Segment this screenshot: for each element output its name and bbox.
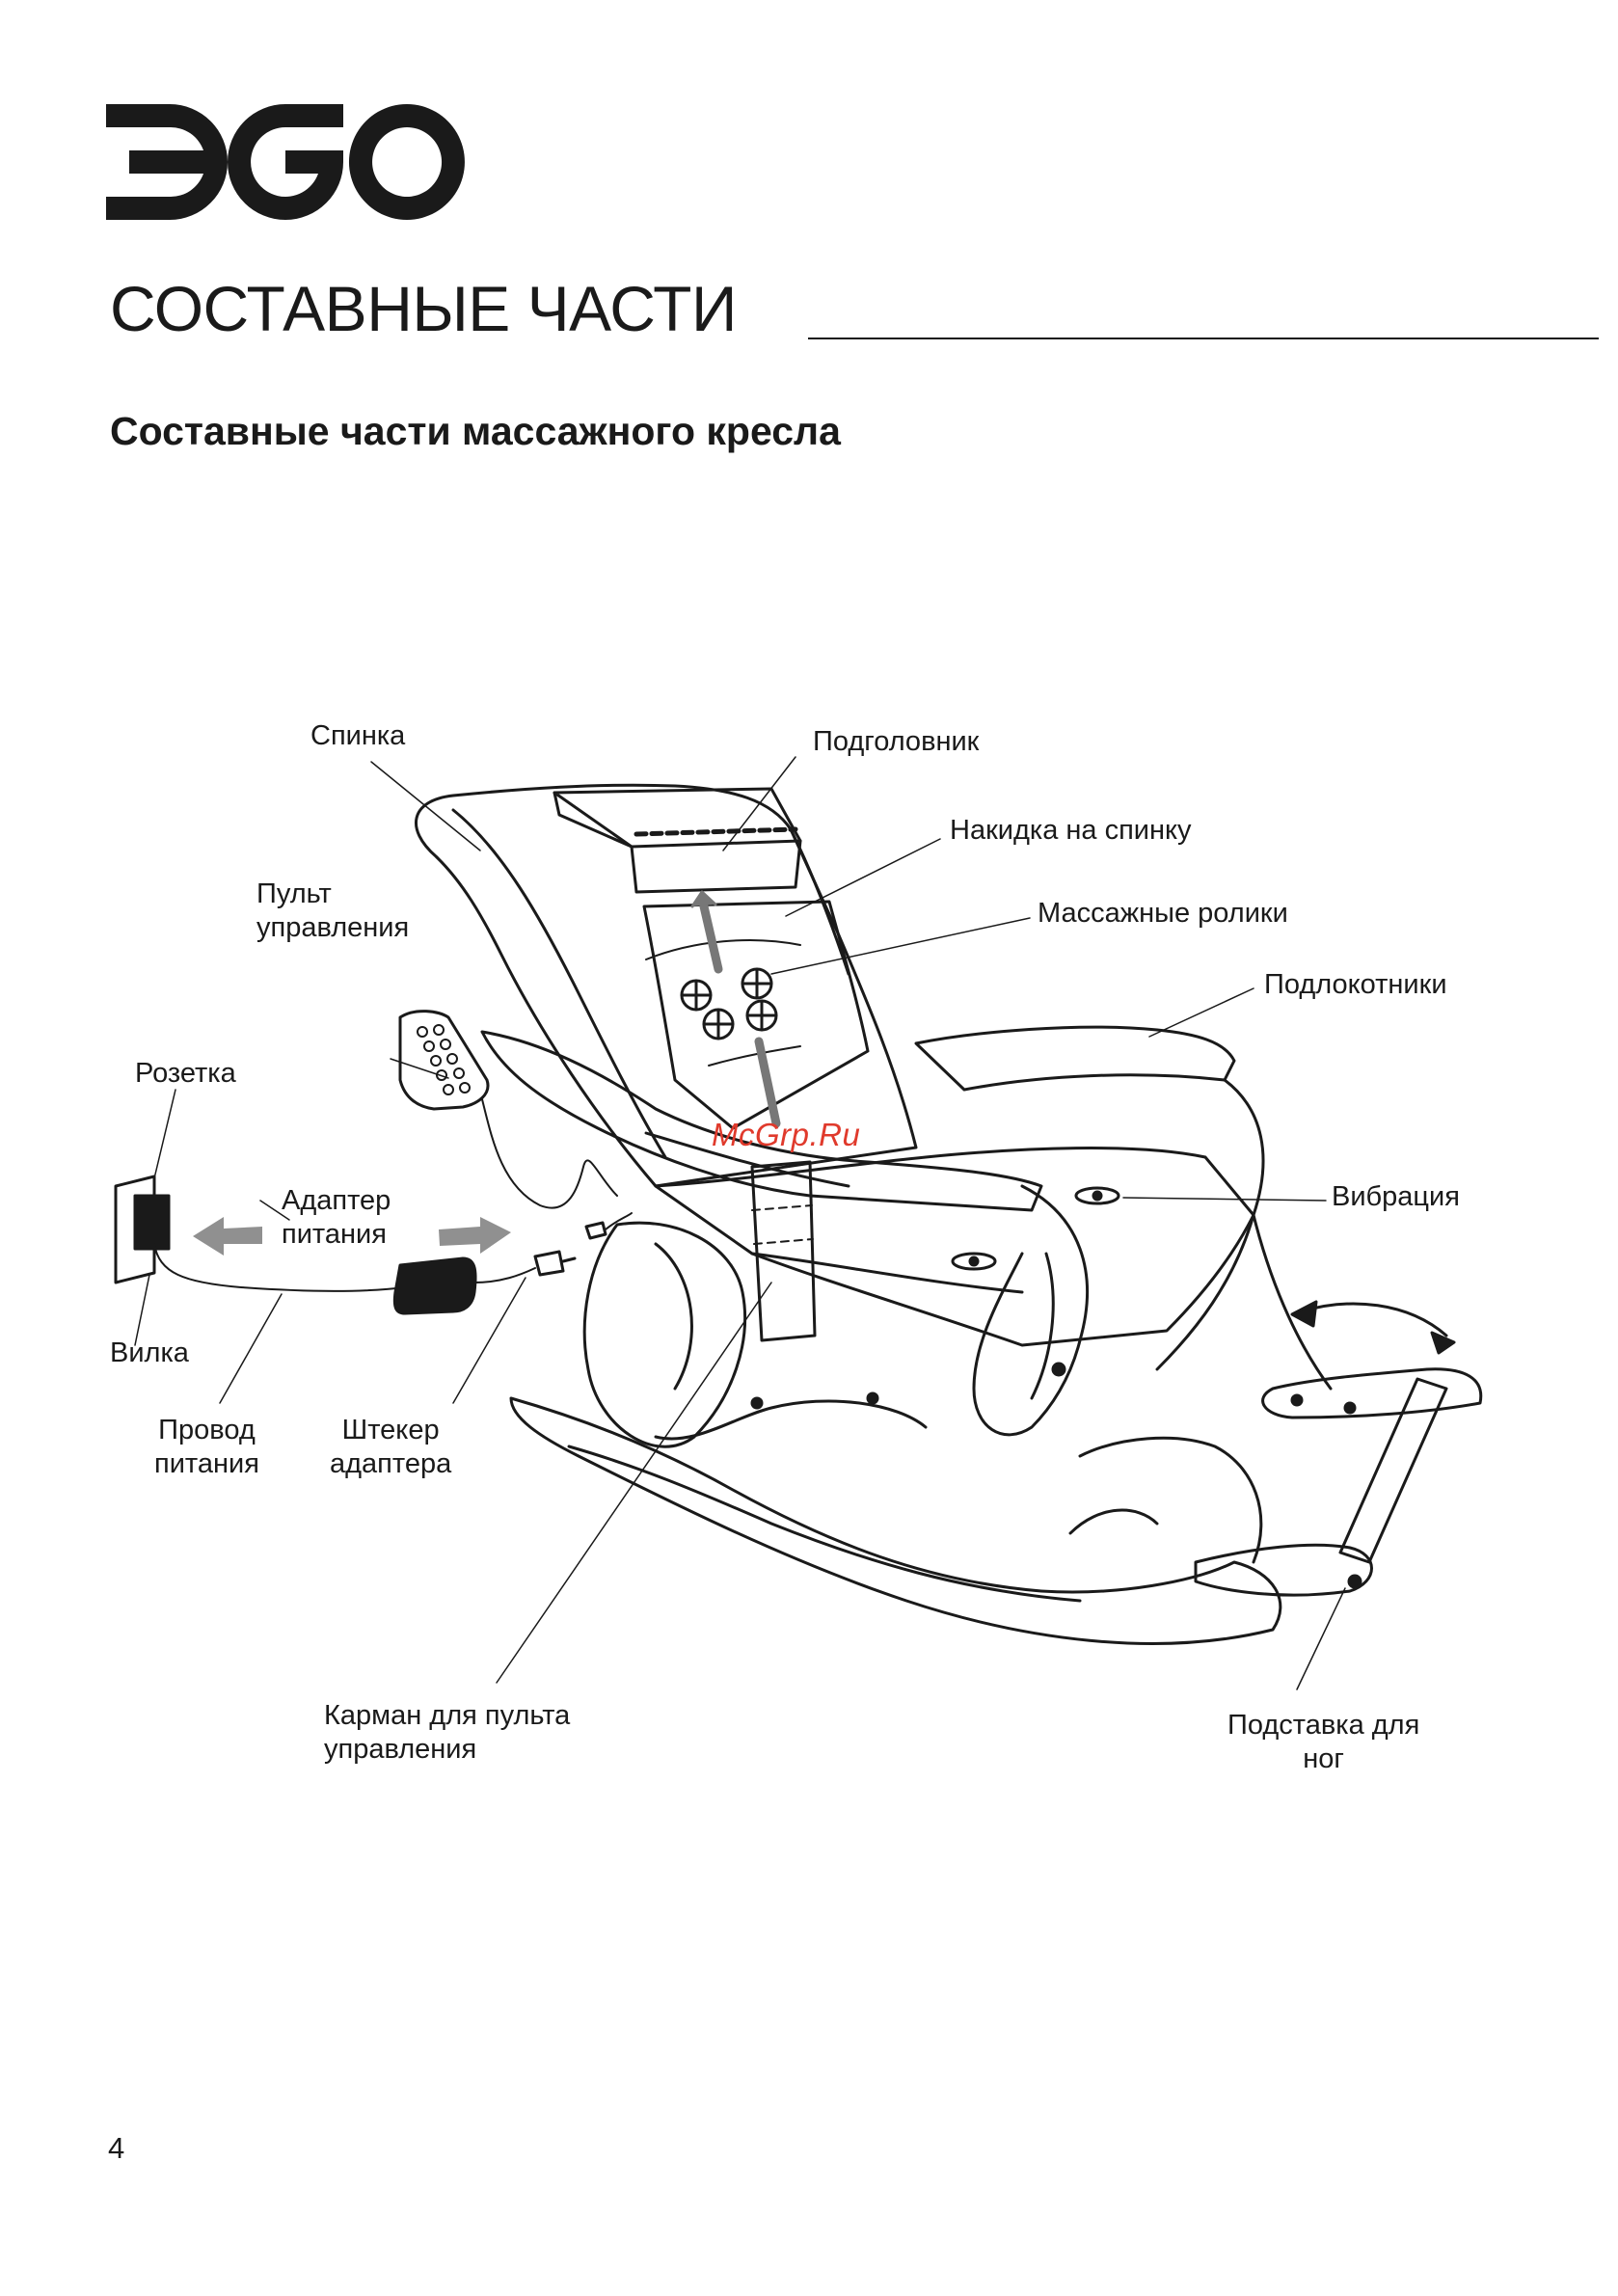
label-adapter-connector: Штекер адаптера xyxy=(330,1414,451,1481)
page-number: 4 xyxy=(108,2131,124,2166)
side-frame-left xyxy=(584,1223,744,1446)
label-remote-line2: управления xyxy=(256,911,409,945)
label-vibration: Вибрация xyxy=(1332,1180,1460,1214)
footrest-motion-arrow xyxy=(1302,1304,1446,1336)
label-adapter: Адаптер питания xyxy=(282,1184,391,1252)
label-power-cord: Провод питания xyxy=(154,1414,259,1481)
watermark: McGrp.Ru xyxy=(712,1117,860,1153)
label-armrests: Подлокотники xyxy=(1264,968,1447,1002)
label-footrest-line2: ног xyxy=(1227,1742,1419,1776)
label-footrest-line1: Подставка для xyxy=(1227,1709,1419,1742)
label-plug: Вилка xyxy=(110,1337,189,1370)
label-pocket-line2: управления xyxy=(324,1733,570,1767)
label-adapter-line2: питания xyxy=(282,1218,391,1252)
armrest-right xyxy=(916,1027,1234,1090)
label-power-cord-line1: Провод xyxy=(154,1414,259,1447)
label-connector-line1: Штекер xyxy=(330,1414,451,1447)
label-remote-pocket: Карман для пульта управления xyxy=(324,1699,570,1767)
rocker-base xyxy=(511,1393,1281,1643)
label-remote: Пульт управления xyxy=(256,878,409,945)
label-headrest: Подголовник xyxy=(813,725,979,759)
wall-socket xyxy=(116,1176,169,1283)
label-connector-line2: адаптера xyxy=(330,1447,451,1481)
label-socket: Розетка xyxy=(135,1057,236,1091)
label-pocket-line1: Карман для пульта xyxy=(324,1699,570,1733)
label-backrest: Спинка xyxy=(310,719,405,753)
remote-control xyxy=(400,1012,617,1208)
label-massage-rollers: Массажные ролики xyxy=(1038,897,1288,931)
label-footrest: Подставка для ног xyxy=(1227,1709,1419,1776)
label-power-cord-line2: питания xyxy=(154,1447,259,1481)
massage-rollers xyxy=(682,969,776,1039)
label-remote-line1: Пульт xyxy=(256,878,409,911)
footrest xyxy=(1196,1215,1481,1595)
label-adapter-line1: Адаптер xyxy=(282,1184,391,1218)
label-back-cover: Накидка на спинку xyxy=(950,814,1192,848)
